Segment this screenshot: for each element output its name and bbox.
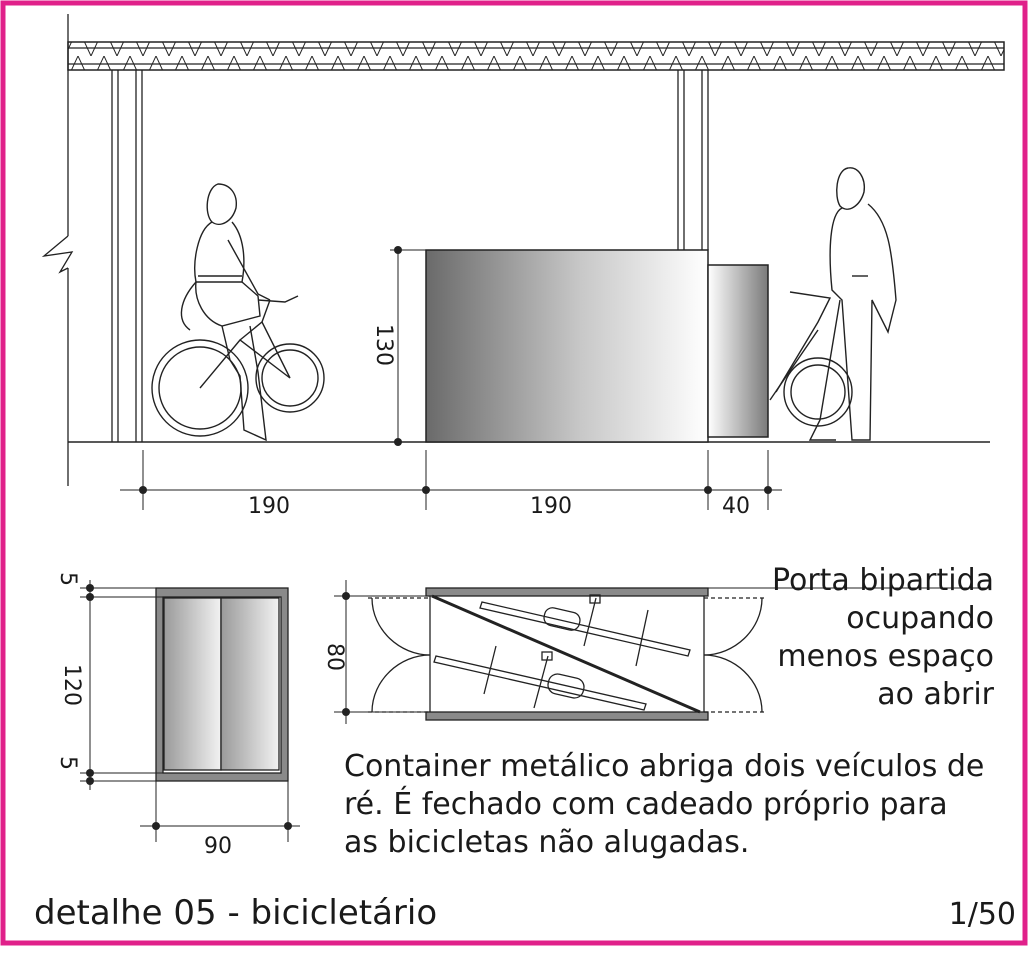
column-left (111, 70, 143, 442)
door-swing-left (368, 597, 431, 713)
side-plan-door-left (163, 597, 222, 771)
drawing-scale: 1/50 (948, 897, 1016, 932)
dim-label-5-bottom: 5 (55, 756, 80, 770)
door-note-line: ao abrir (877, 677, 994, 712)
bike-top-view-2 (433, 645, 647, 711)
column-right (677, 70, 709, 250)
container-elevation (425, 249, 709, 443)
dim-label-5-top: 5 (55, 572, 80, 586)
top-plan-wall-top (425, 587, 709, 597)
container-note-line: as bicicletas não alugadas. (344, 825, 750, 860)
wall-break (41, 14, 74, 486)
top-plan-wall-bottom (425, 711, 709, 721)
door-swing-right (703, 597, 766, 713)
roof-truss (67, 41, 1005, 71)
door-note-line: menos espaço (777, 639, 994, 674)
elevation-view (41, 14, 1005, 510)
cyclist-figure (151, 183, 325, 442)
door-note: Porta bipartida ocupando menos espaço ao… (772, 562, 994, 714)
dim-label-190-right: 190 (530, 494, 572, 519)
dim-horizontal-lines (120, 450, 782, 510)
side-plan-door-right (220, 597, 280, 771)
door-note-line: Porta bipartida (771, 563, 994, 598)
standing-man-figure (769, 167, 897, 441)
dim-label-120: 120 (59, 664, 84, 706)
dim-label-80: 80 (322, 643, 347, 671)
container-note-line: ré. É fechado com cadeado próprio para (344, 787, 948, 822)
container-door-elevation (707, 264, 769, 438)
container-note-line: Container metálico abriga dois veículos … (344, 749, 985, 784)
side-plan-view (80, 580, 300, 842)
dim-label-90: 90 (204, 834, 232, 859)
drawing-title: detalhe 05 - bicicletário (34, 893, 438, 933)
top-plan-view (334, 580, 990, 724)
dim-label-190-left: 190 (248, 494, 290, 519)
dim-label-130: 130 (371, 324, 396, 366)
dim-label-40: 40 (722, 494, 750, 519)
container-note: Container metálico abriga dois veículos … (344, 748, 984, 862)
bike-top-view-1 (479, 594, 691, 667)
door-note-line: ocupando (846, 601, 994, 636)
